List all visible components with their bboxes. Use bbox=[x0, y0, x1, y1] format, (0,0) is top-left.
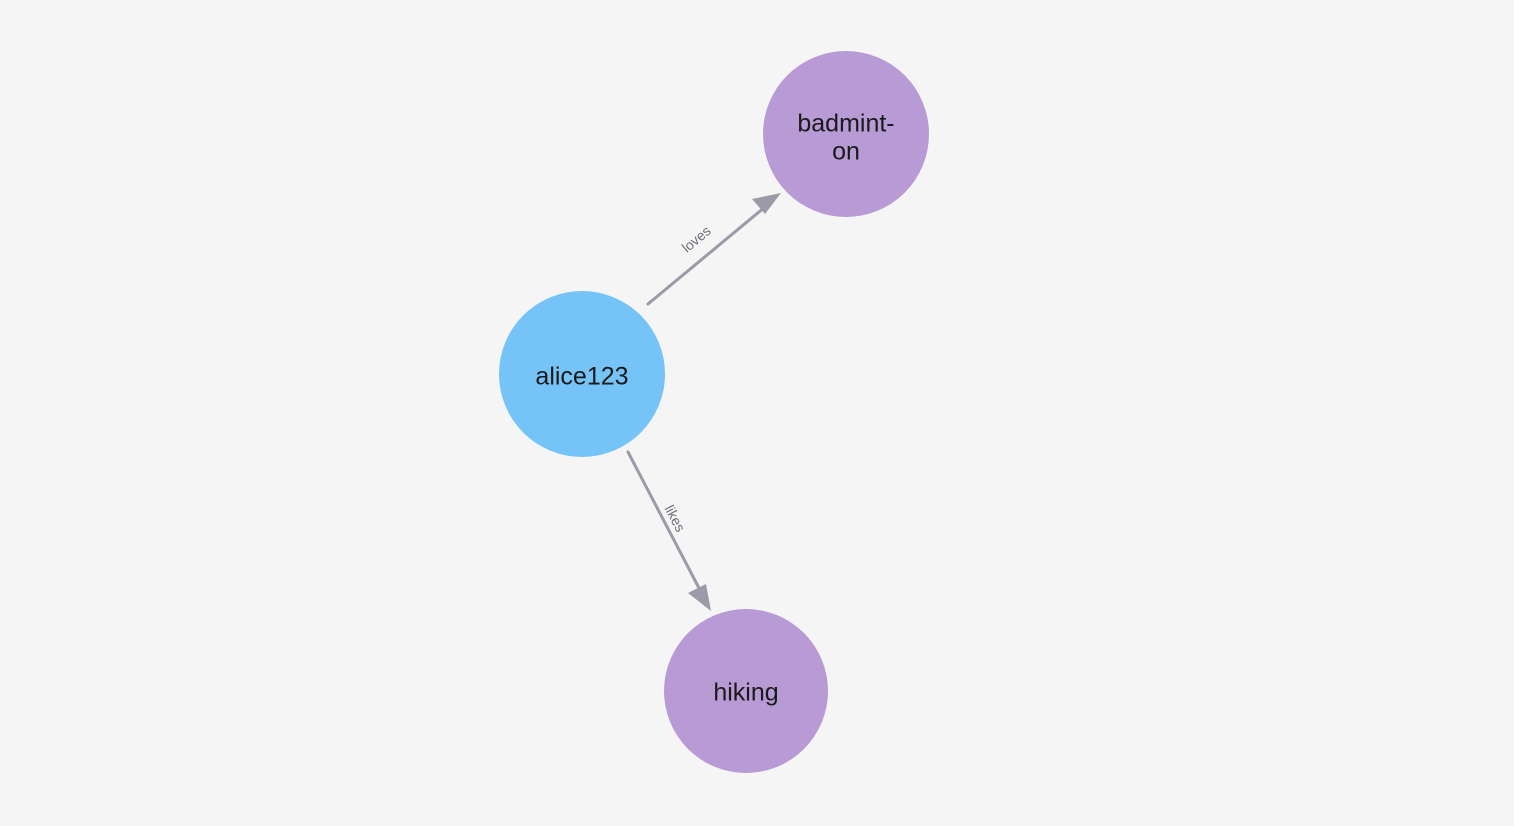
arrowhead-loves bbox=[752, 193, 781, 214]
node-alice123[interactable]: alice123 bbox=[499, 291, 665, 457]
edge-alice123-likes-hiking[interactable]: likes bbox=[626, 450, 711, 611]
node-badminton-circle[interactable] bbox=[763, 51, 929, 217]
edge-line-likes bbox=[626, 450, 702, 592]
edge-label-likes: likes bbox=[662, 502, 689, 534]
edge-line-loves bbox=[646, 200, 773, 306]
node-hiking[interactable]: hiking bbox=[664, 609, 828, 773]
node-badminton[interactable]: badmint- on bbox=[763, 51, 929, 217]
node-alice123-circle[interactable] bbox=[499, 291, 665, 457]
arrowhead-likes bbox=[688, 584, 711, 611]
edge-alice123-loves-badminton[interactable]: loves bbox=[646, 193, 781, 306]
edge-label-loves: loves bbox=[678, 222, 713, 255]
node-hiking-circle[interactable] bbox=[664, 609, 828, 773]
